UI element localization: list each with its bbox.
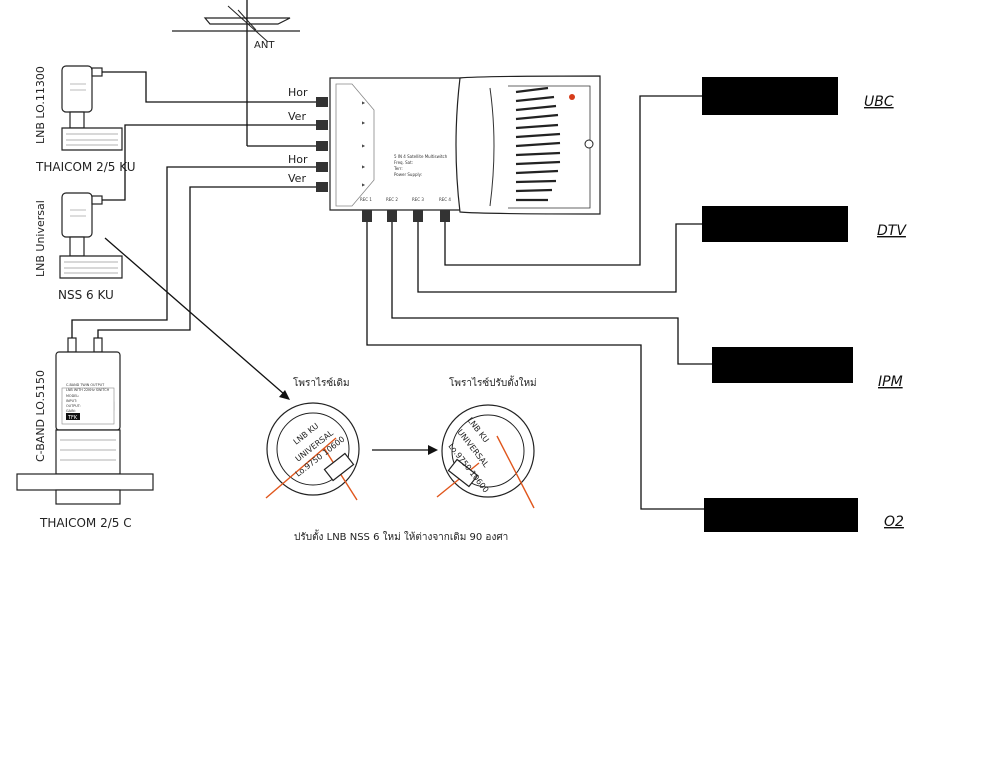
antenna-icon [172, 0, 300, 146]
lnb-thaicom-ku-icon [61, 65, 123, 151]
output-label: REC 4 [439, 197, 451, 202]
output-label: REC 2 [386, 197, 398, 202]
receiver-label-ipm: IPM [878, 374, 903, 390]
lnb-c-band-side-label: C-BAND LO.5150 [34, 370, 47, 462]
c-band-sticker-line: OUTPUT: [66, 404, 81, 408]
antenna-label: ANT [254, 40, 275, 51]
lnb-nss-name: NSS 6 KU [58, 288, 114, 302]
receiver-screen-dtv [702, 206, 848, 242]
multiswitch-info-line: 5 IN 4 Satellite Multiswitch [394, 154, 448, 159]
receiver-screen-o2 [704, 498, 858, 532]
receiver-screen-ipm [712, 347, 853, 383]
svg-text:▶: ▶ [362, 164, 366, 169]
input-label-hor: Hor [288, 153, 308, 166]
receiver-label-o2: O2 [884, 514, 904, 530]
change-arrow [372, 445, 438, 455]
lnb-thaicom-ku-side-label: LNB LO.11300 [34, 66, 47, 144]
receiver-label-dtv: DTV [877, 223, 907, 239]
multiswitch-icon: ▶ ▶ ▶ ▶ ▶ [316, 75, 601, 222]
svg-text:▶: ▶ [362, 100, 366, 105]
lnb-nss-side-label: LNB Universal [34, 200, 47, 277]
svg-text:▶: ▶ [362, 120, 366, 125]
input-label-ver: Ver [288, 172, 306, 185]
svg-text:▶: ▶ [362, 143, 366, 148]
lnb-c-band-icon [16, 337, 154, 505]
lnb-thaicom-ku-name: THAICOM 2/5 KU [35, 160, 136, 174]
c-band-sticker-line: LNB WITH 22KHz SWITCH [66, 388, 110, 392]
lnb-after-icon [436, 404, 535, 509]
multiswitch-info-line: Terr: [393, 166, 403, 171]
before-title: โพราไรซ์เดิม [293, 376, 350, 389]
output-label: REC 1 [360, 197, 372, 202]
multiswitch-info-line: Freq. Sat: [394, 160, 413, 165]
c-band-badge: TFK [67, 415, 78, 421]
input-wires [71, 71, 318, 338]
after-title: โพราไรซ์ปรับตั้งใหม่ [449, 375, 537, 389]
c-band-sticker-line: GAIN: [66, 409, 76, 413]
receiver-screen-ubc [702, 77, 838, 115]
receiver-label-ubc: UBC [864, 94, 894, 110]
pointer-arrow [104, 237, 290, 400]
c-band-sticker-line: C-BAND TWIN OUTPUT [66, 383, 105, 387]
lnb-c-band-name: THAICOM 2/5 C [39, 516, 132, 530]
lnb-nss-icon [59, 192, 123, 279]
c-band-sticker-line: INPUT: [66, 399, 77, 403]
lnb-before-icon [265, 402, 360, 501]
adjustment-caption: ปรับตั้ง LNB NSS 6 ใหม่ ให้ต่างจากเดิม 9… [294, 529, 508, 543]
svg-text:▶: ▶ [362, 182, 366, 187]
output-wires [366, 95, 712, 510]
input-label-ver: Ver [288, 110, 306, 123]
output-label: REC 3 [412, 197, 424, 202]
input-label-hor: Hor [288, 86, 308, 99]
multiswitch-info-line: Power Supply: [394, 172, 422, 177]
c-band-sticker-line: MODEL: [66, 394, 79, 398]
